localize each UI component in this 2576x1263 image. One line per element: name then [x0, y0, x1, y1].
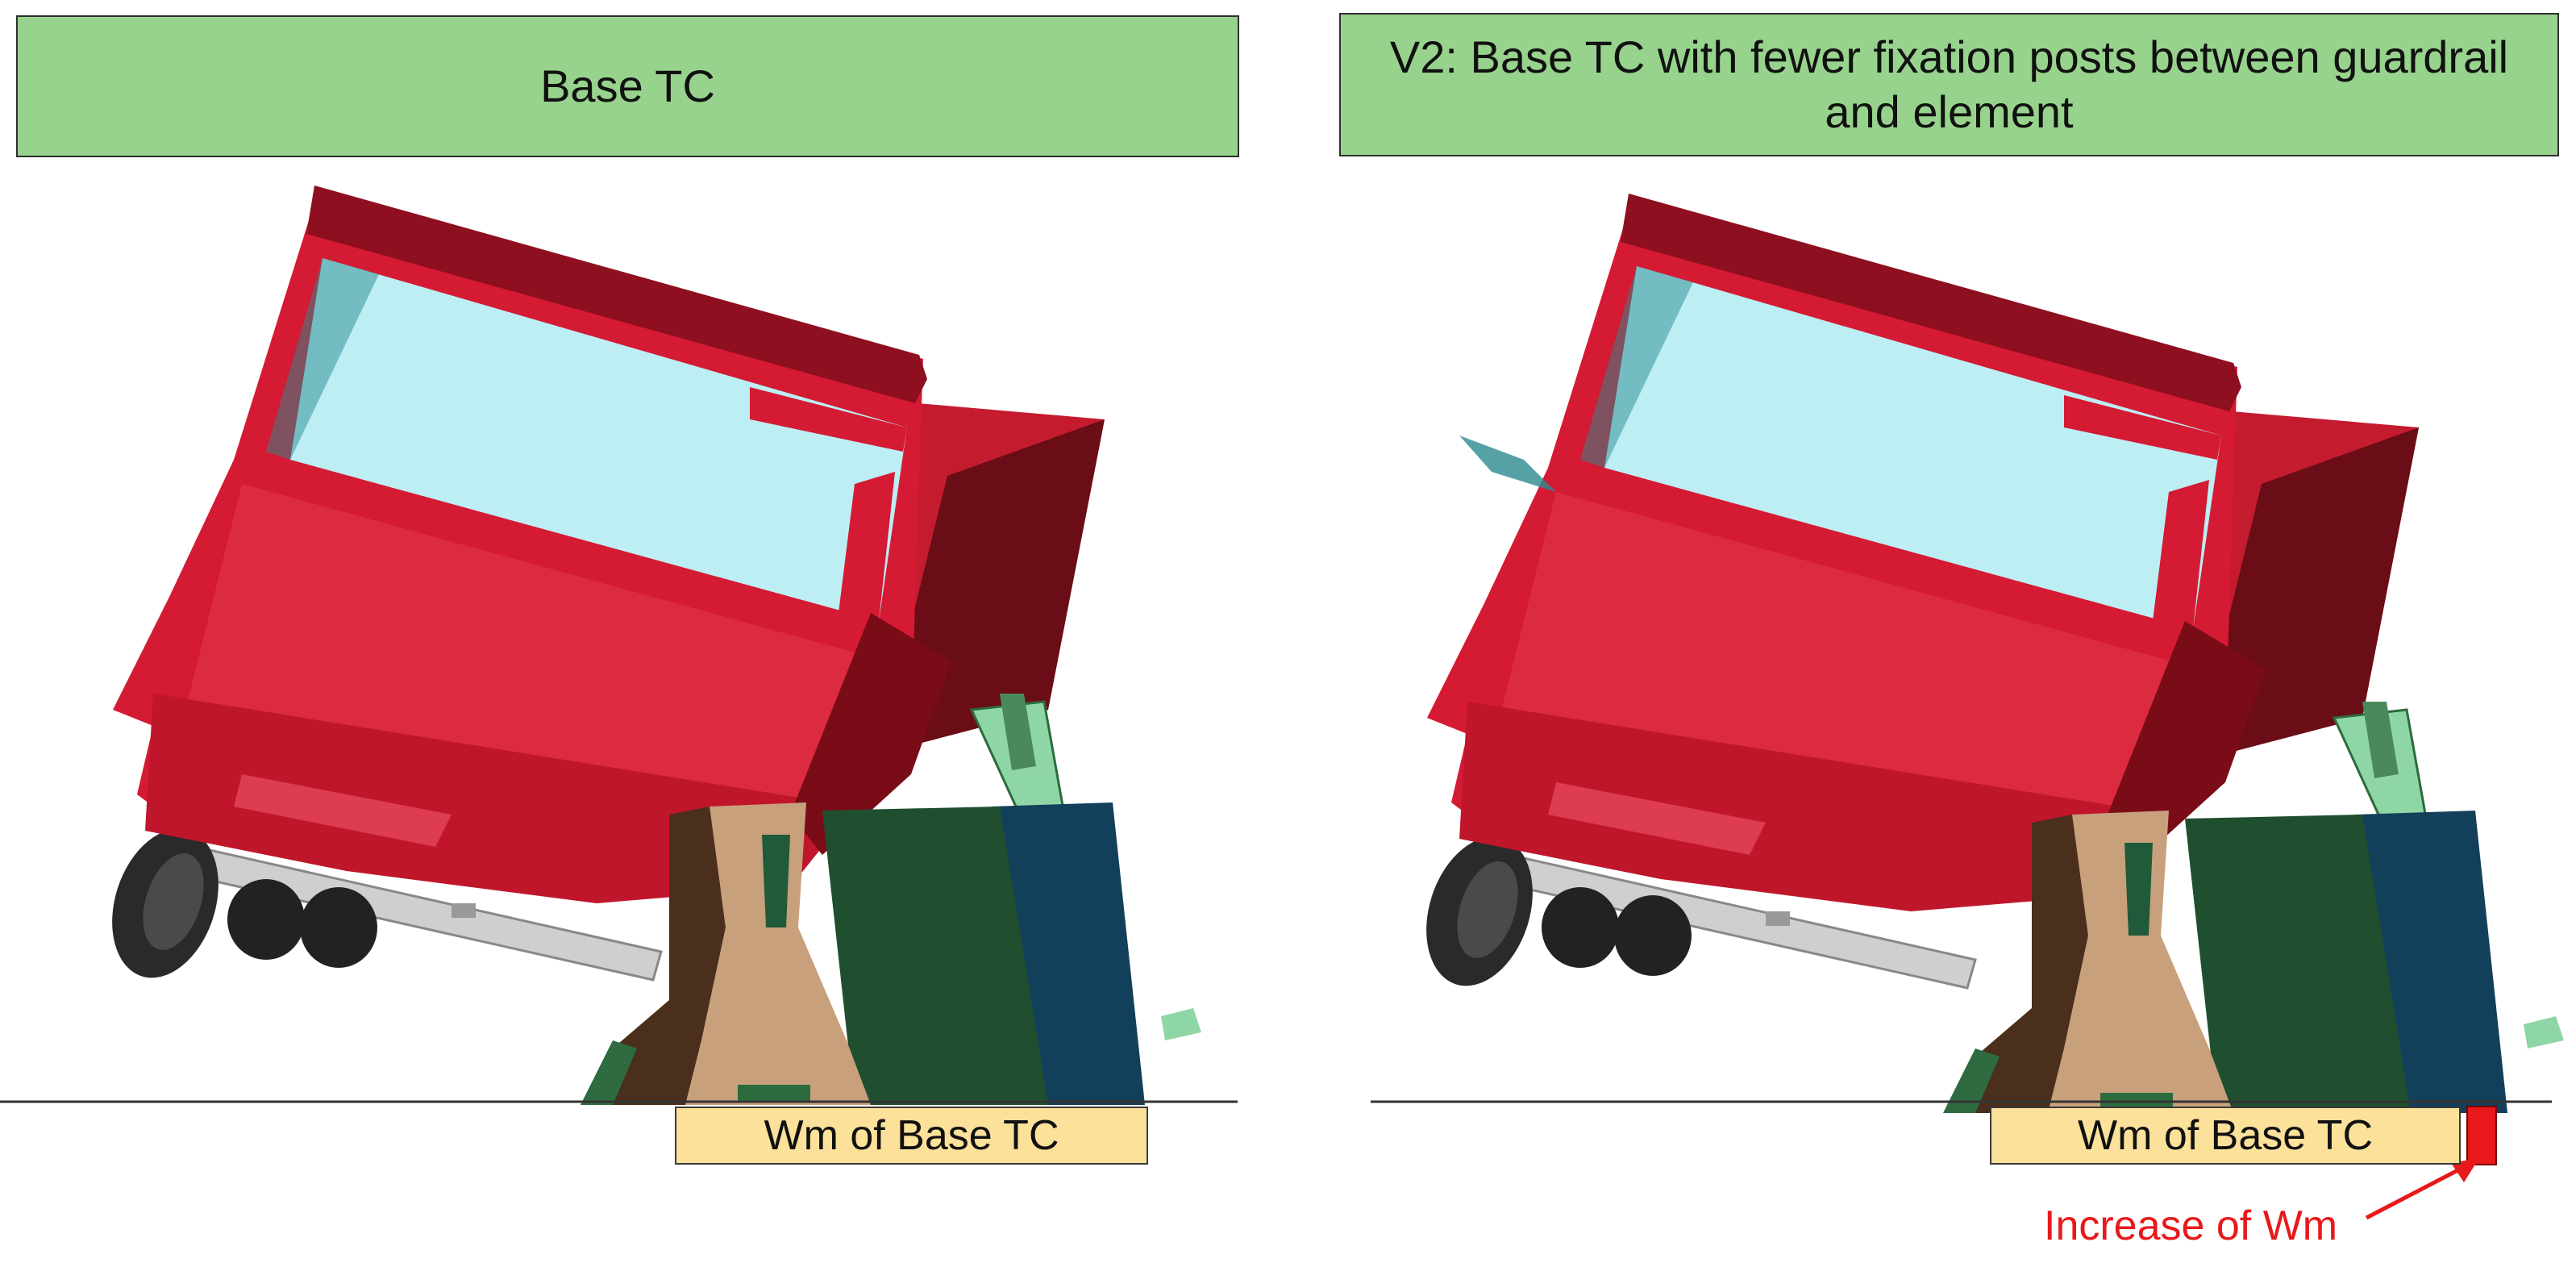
right-simulation — [1407, 192, 2566, 1115]
panel-title-v2: V2: Base TC with fewer fixation posts be… — [1339, 13, 2559, 156]
width-label-right: Wm of Base TC — [1990, 1107, 2461, 1165]
annotation-arrow-line — [2365, 1163, 2469, 1220]
increase-of-wm-label: Increase of Wm — [2044, 1203, 2338, 1249]
panel-title-base-tc: Base TC — [16, 15, 1239, 157]
increase-of-wm-marker — [2466, 1106, 2497, 1165]
left-simulation — [93, 184, 1203, 1107]
width-label-left: Wm of Base TC — [675, 1107, 1148, 1165]
glass-fragment — [1459, 436, 1556, 492]
